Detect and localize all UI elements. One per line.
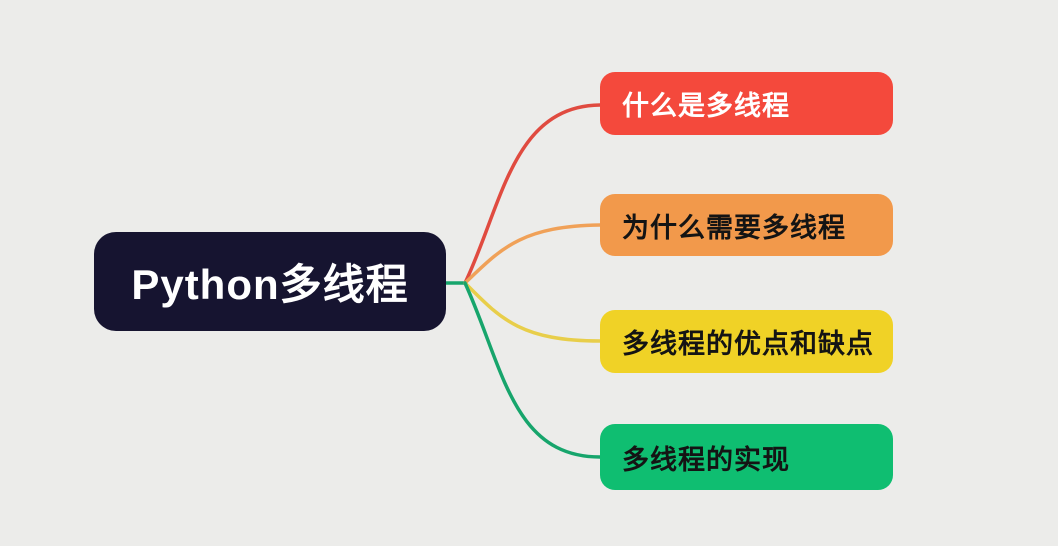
branch-node-label: 多线程的实现	[622, 444, 790, 475]
branch-node-label: 多线程的优点和缺点	[622, 329, 874, 359]
branch-node-label: 什么是多线程	[622, 91, 790, 121]
branch-node-what-is-multithreading[interactable]: 什么是多线程	[600, 72, 893, 135]
branch-node-why-need-multithreading[interactable]: 为什么需要多线程	[600, 194, 893, 256]
connector-branch-pros-cons	[463, 281, 602, 343]
root-node-label: Python多线程	[131, 261, 409, 308]
branch-node-label: 为什么需要多线程	[622, 212, 846, 243]
root-node-python-multithreading[interactable]: Python多线程	[94, 232, 446, 331]
connector-branch-why-need	[463, 223, 602, 285]
branch-node-pros-and-cons[interactable]: 多线程的优点和缺点	[600, 310, 893, 373]
branch-node-implementation[interactable]: 多线程的实现	[600, 424, 893, 490]
connector-branch-implementation	[463, 281, 602, 459]
connector-branch-what-is	[463, 103, 602, 285]
